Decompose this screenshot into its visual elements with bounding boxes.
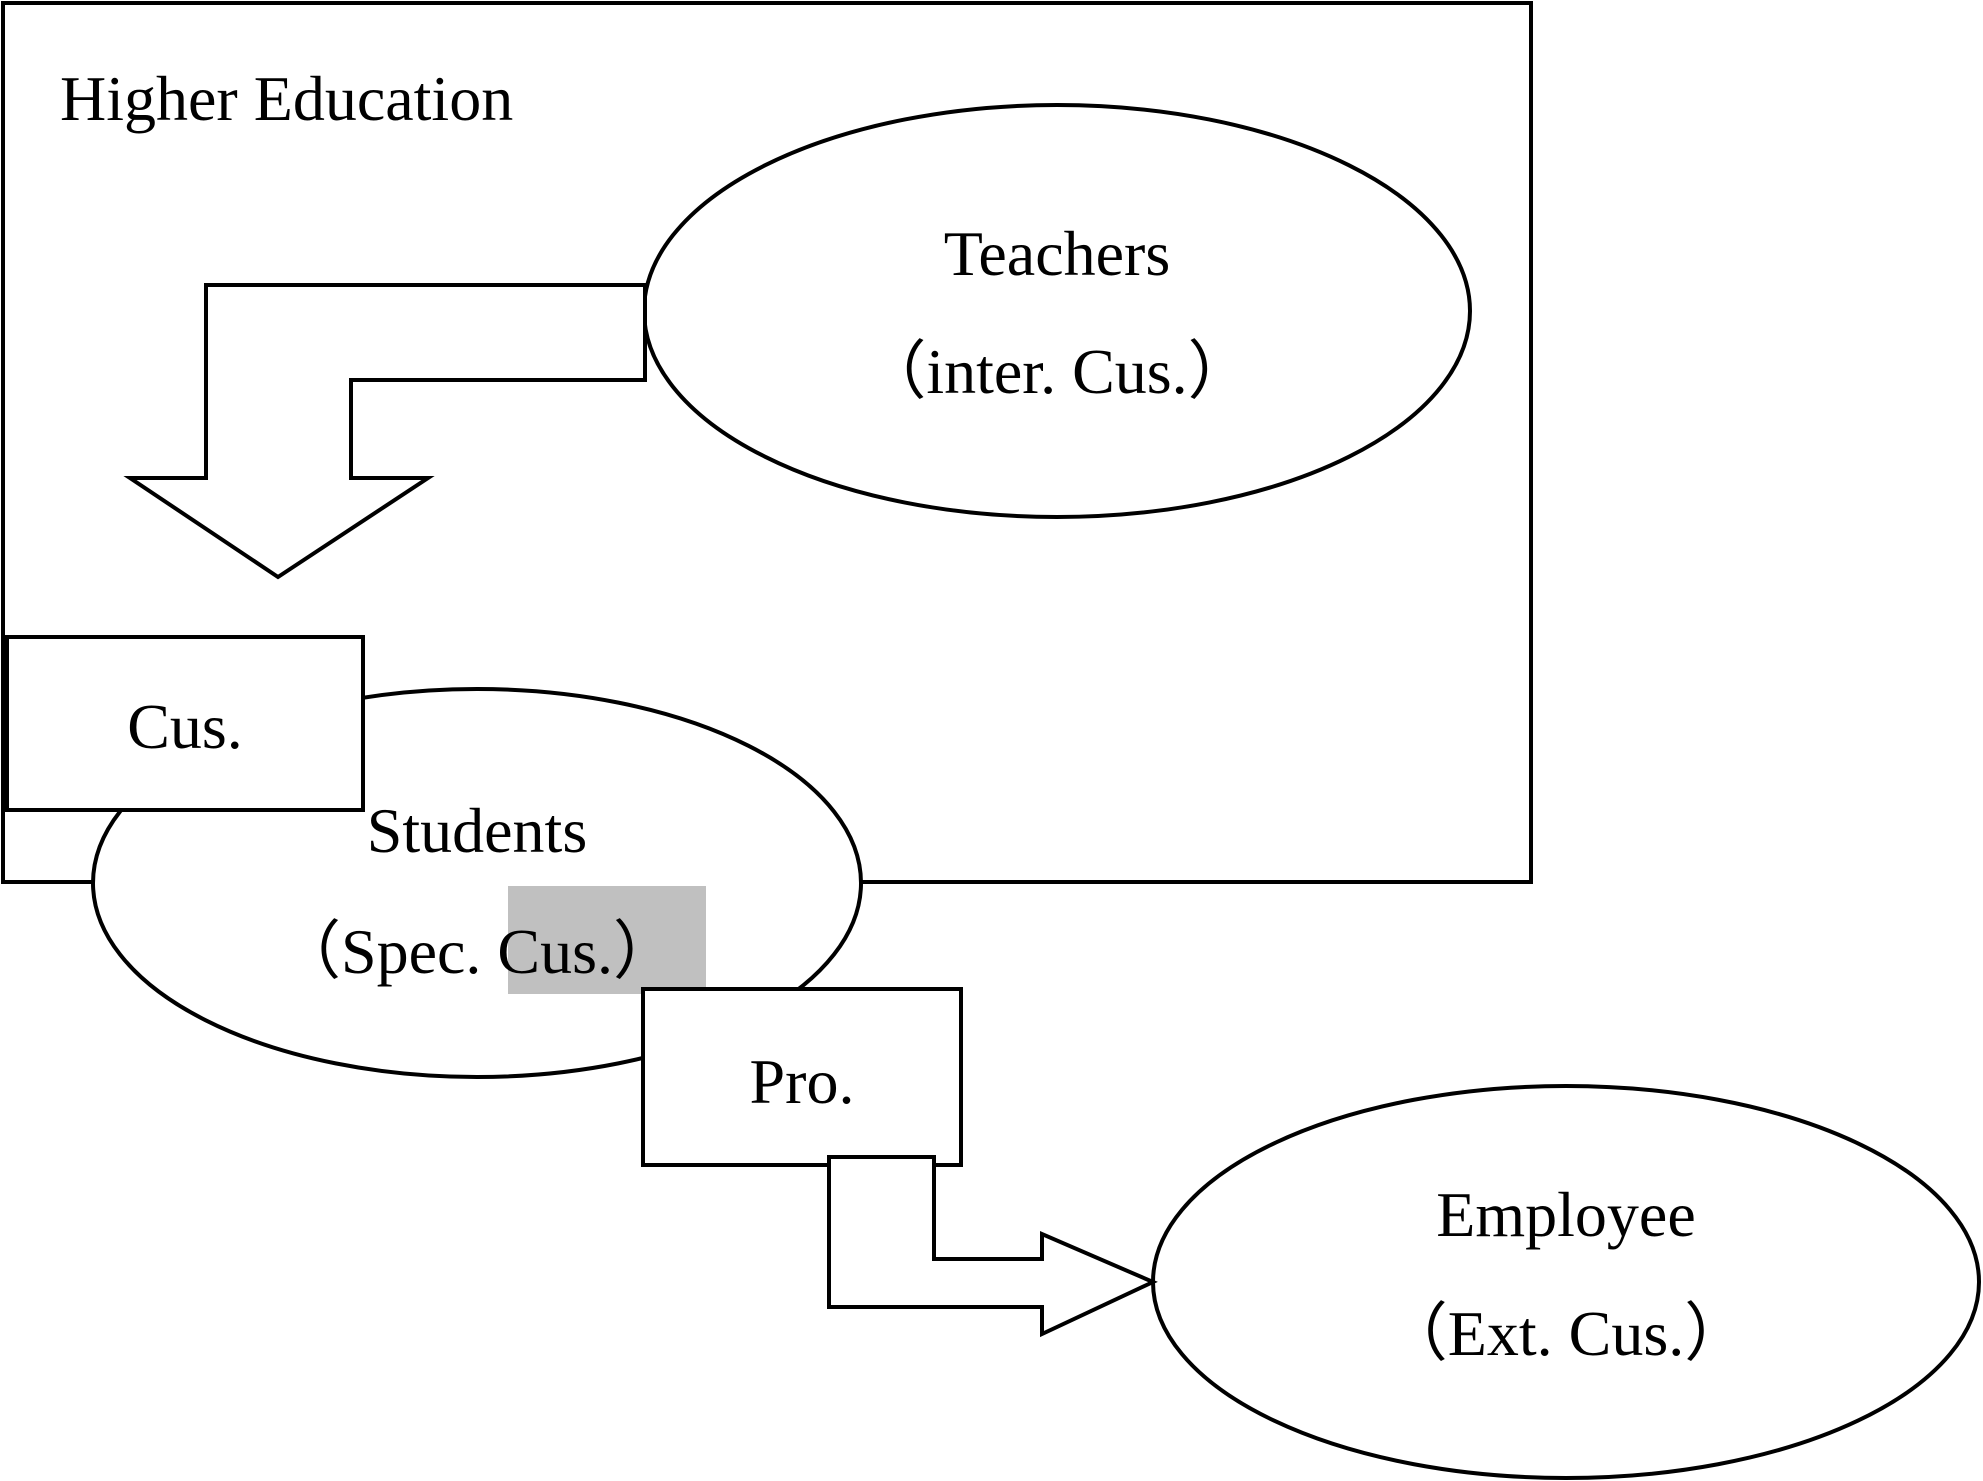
- students-subtitle-suffix: ）: [613, 916, 677, 987]
- students-subtitle-highlight: Cus.: [497, 916, 613, 987]
- product-box-label: Pro.: [750, 1046, 855, 1117]
- employee-subtitle: （Ext. Cus.）: [1384, 1298, 1748, 1369]
- product-to-employee-arrow: [827, 1155, 1158, 1338]
- students-subtitle-prefix: （Spec.: [277, 916, 497, 987]
- teachers-ellipse: [642, 103, 1472, 519]
- teachers-title: Teachers: [944, 218, 1170, 289]
- teachers-subtitle: （inter. Cus.）: [862, 336, 1251, 407]
- students-title: Students: [367, 795, 587, 866]
- customer-box-label: Cus.: [127, 691, 243, 762]
- employee-title: Employee: [1436, 1179, 1695, 1250]
- employee-ellipse: [1151, 1084, 1981, 1480]
- teachers-to-students-arrow: [123, 283, 647, 580]
- product-box: [641, 987, 963, 1167]
- customer-box: [5, 635, 365, 812]
- higher-education-label: Higher Education: [60, 63, 513, 134]
- students-subtitle: （Spec. Cus.）: [277, 916, 677, 987]
- cus-highlight: [508, 886, 706, 994]
